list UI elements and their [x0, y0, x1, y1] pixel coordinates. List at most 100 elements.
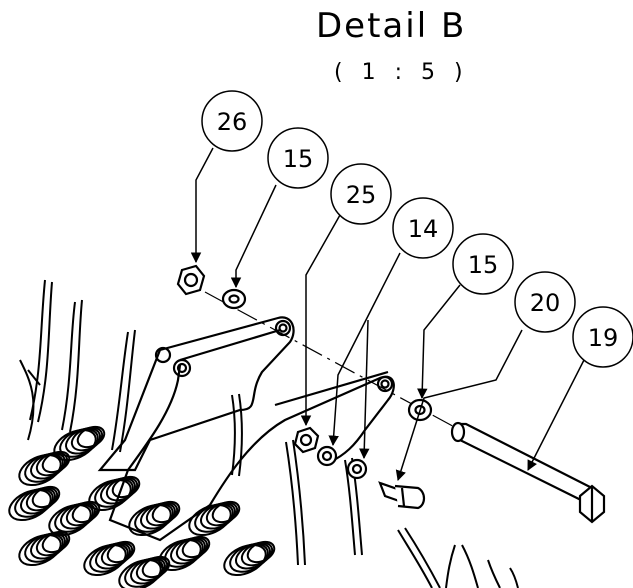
bracket-plates — [97, 316, 395, 542]
washer-14-second — [346, 458, 368, 480]
coil-loop — [170, 537, 206, 565]
coil-loop — [76, 425, 106, 449]
detail-scale: ( 1 : 5 ) — [334, 60, 469, 85]
nut-25 — [293, 426, 320, 454]
tine-coils — [8, 425, 276, 588]
callout-15-right: 15 — [452, 233, 514, 295]
coil-loop — [35, 531, 69, 557]
tine — [292, 439, 306, 566]
callout-14-label: 14 — [408, 215, 439, 243]
coil-loop — [200, 502, 236, 530]
bracket-edge — [274, 370, 389, 407]
tine — [397, 529, 433, 588]
bracket-plate-rear — [97, 316, 295, 472]
coil-loop — [235, 542, 271, 570]
tine — [61, 301, 76, 431]
coil-loop — [65, 427, 101, 455]
bracket-hole — [154, 346, 172, 364]
leader-15-top — [230, 184, 277, 289]
coil-loop — [100, 477, 136, 505]
hex-nut-26 — [176, 264, 206, 296]
coil-loop — [181, 535, 211, 559]
coil-loop — [106, 540, 136, 564]
bracket-edge — [179, 328, 281, 362]
tine — [344, 459, 356, 556]
coil-loop — [54, 503, 94, 533]
coil-loop — [41, 450, 71, 474]
coil-loop — [223, 543, 267, 577]
leader-26 — [190, 147, 214, 264]
washer-14 — [316, 445, 338, 467]
coil-loop — [124, 558, 164, 588]
coil-loop — [14, 488, 54, 518]
bracket-hole — [376, 375, 394, 393]
coil-loop — [89, 543, 129, 573]
coil-loop — [211, 500, 241, 524]
bolt-20 — [378, 481, 426, 510]
coil-loop — [175, 536, 209, 562]
coil-loop — [71, 500, 101, 524]
callout-19: 19 — [572, 306, 633, 368]
coil-loop — [111, 475, 141, 499]
coil-loop — [100, 541, 134, 567]
coil-loop — [105, 476, 139, 502]
callout-25: 25 — [330, 163, 392, 225]
coil-loop — [128, 503, 172, 537]
tine — [27, 369, 41, 386]
leader-lines — [190, 147, 585, 482]
tine — [404, 527, 441, 588]
coil-loop — [194, 503, 234, 533]
callout-20: 20 — [514, 271, 576, 333]
coil-loop — [35, 451, 69, 477]
pin-19 — [450, 421, 606, 524]
callout-19-label: 19 — [588, 324, 619, 352]
coil-loop — [135, 556, 169, 582]
coil-loop — [134, 503, 174, 533]
bracket-hole — [274, 319, 292, 337]
callout-26-label: 26 — [217, 108, 248, 136]
bracket-hole — [380, 379, 390, 389]
tine — [37, 281, 53, 423]
callout-balloons: 26 15 25 14 15 20 — [201, 90, 633, 368]
tine — [238, 393, 243, 477]
coil-loop — [95, 542, 131, 570]
coil-loop — [240, 541, 274, 567]
coil-loop — [130, 557, 166, 585]
coil-loop — [59, 428, 99, 458]
bracket-hole — [176, 362, 188, 374]
coil-loop — [141, 555, 171, 579]
coil-loop — [25, 486, 59, 512]
tine — [19, 359, 35, 441]
coil-loop — [83, 543, 127, 577]
tine — [231, 394, 236, 476]
coil-loop — [18, 533, 62, 567]
coil-loop — [94, 478, 134, 508]
tine — [509, 567, 519, 588]
leader-25 — [300, 214, 341, 427]
tine — [119, 329, 136, 453]
callout-15-top-label: 15 — [283, 145, 314, 173]
washer-15-top — [221, 288, 247, 310]
leader-14-a — [328, 252, 401, 447]
callout-15-right-label: 15 — [468, 251, 499, 279]
callout-20-label: 20 — [530, 289, 561, 317]
coil-loop — [8, 488, 52, 522]
leader-15-right — [417, 284, 461, 400]
coil-loop — [30, 452, 66, 480]
coil-loop — [53, 428, 97, 462]
coil-loop — [41, 530, 71, 554]
coil-loop — [151, 500, 181, 524]
coil-loop — [24, 533, 64, 563]
detail-title: Detail B — [316, 6, 467, 46]
leader-19 — [527, 359, 585, 471]
leader-14-b — [359, 319, 370, 460]
coil-loop — [118, 558, 162, 588]
tine — [285, 441, 299, 566]
tine — [445, 544, 456, 588]
coil-loop — [145, 501, 179, 527]
coil-loop — [229, 543, 269, 573]
callout-25-label: 25 — [346, 181, 377, 209]
coil-loop — [20, 487, 56, 515]
